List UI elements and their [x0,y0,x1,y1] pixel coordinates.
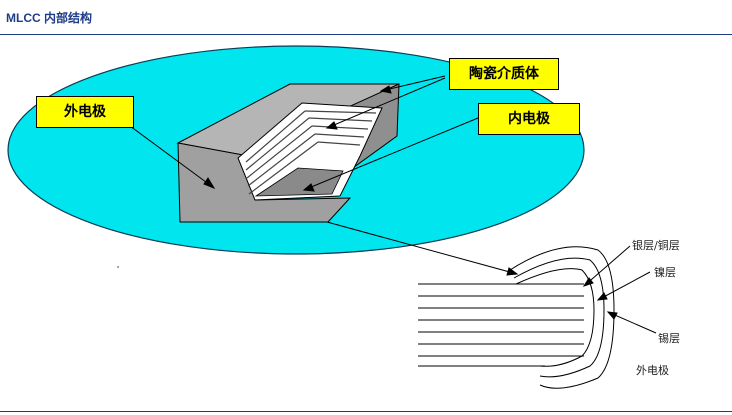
layer-label-silver-copper: 银层/铜层 [632,239,680,252]
layer-label-outer-electrode: 外电极 [636,364,669,377]
inner-electrode-lines [245,110,377,195]
silver-copper-layer [515,268,595,367]
pointer-outer-electrode [129,125,215,189]
layer-label-tin: 锡层 [658,332,680,345]
pointer-nickel [597,271,651,301]
pointer-silver-copper [583,245,631,287]
inner-electrode-plate [254,167,344,197]
page-title: MLCC 内部结构 [6,11,92,25]
header-divider [0,34,732,35]
layer-label-nickel: 镍层 [654,266,676,279]
label-outer-electrode: 外电极 [36,96,134,128]
detail-cross-section [418,246,615,389]
footer-divider [0,411,732,412]
pointer-inner-electrode [303,117,479,191]
label-inner-electrode: 内电极 [478,103,580,135]
pointer-ceramic-1 [380,75,446,92]
pointer-ceramic-2 [326,77,446,129]
label-ceramic-dielectric: 陶瓷介质体 [449,58,559,90]
nickel-layer [513,257,605,378]
outer-tin-layer [509,246,615,389]
pointer-to-detail [326,221,518,275]
